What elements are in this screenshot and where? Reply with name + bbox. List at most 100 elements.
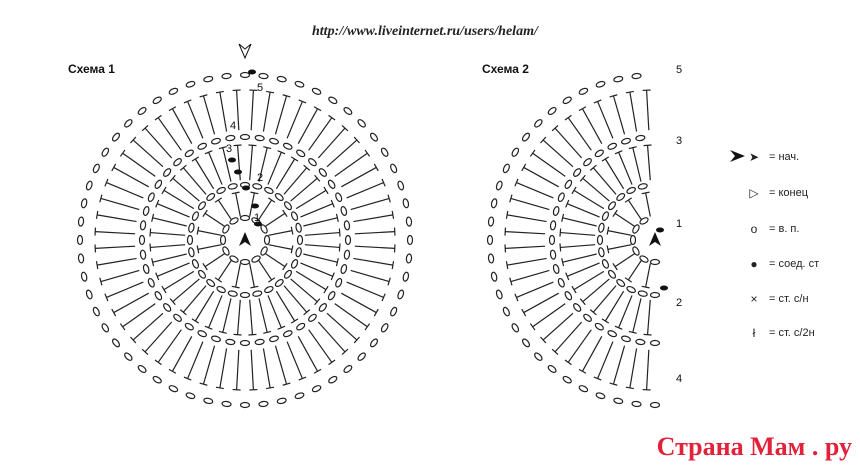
chain-stitch-icon — [216, 285, 226, 294]
chain-stitch-icon — [613, 397, 624, 405]
double-treble-icon — [567, 203, 600, 218]
double-treble-icon — [629, 92, 638, 132]
chain-stitch-icon — [80, 271, 88, 282]
double-treble-icon — [150, 231, 186, 236]
stitch-top-bar — [233, 144, 242, 147]
double-treble-icon — [334, 152, 368, 177]
legend-label: = в. п. — [769, 223, 800, 235]
chain-stitch-icon — [502, 163, 510, 174]
chain-stitch-icon — [549, 249, 557, 260]
stitch-top-bar — [282, 263, 288, 271]
double-treble-icon — [340, 292, 377, 314]
chain-stitch-icon — [343, 106, 353, 116]
stitch-top-bar — [593, 99, 602, 104]
double-treble-icon — [560, 231, 596, 236]
stitch-top-bar — [250, 285, 259, 289]
chain-stitch-icon — [649, 339, 661, 347]
double-treble-icon — [542, 139, 574, 168]
chain-stitch-icon — [260, 224, 268, 234]
chain-stitch-icon — [639, 255, 649, 263]
chain-stitch-icon — [85, 180, 93, 191]
chain-stitch-icon — [239, 339, 251, 347]
stitch-top-bar — [141, 348, 149, 355]
double-treble-icon — [258, 147, 268, 182]
double-treble-icon — [182, 167, 207, 195]
stitch-top-bar — [593, 376, 602, 381]
stitch-top-bar — [335, 258, 339, 267]
double-treble-icon — [171, 108, 193, 145]
chain-stitch-icon — [229, 255, 239, 263]
chain-stitch-icon — [547, 106, 557, 116]
chain-stitch-icon — [616, 192, 626, 202]
chain-stitch-icon — [294, 392, 305, 400]
double-treble-icon — [106, 281, 144, 298]
chain-stitch-icon — [343, 364, 353, 374]
stitch-top-bar — [314, 174, 321, 182]
double-treble-icon — [268, 244, 293, 250]
scheme-1-round-label: 3 — [226, 143, 233, 155]
double-treble-icon — [219, 348, 228, 388]
stitch-top-bar — [233, 333, 242, 336]
stitch-top-bar — [268, 197, 276, 203]
chain-stitch-icon — [258, 72, 269, 80]
double-treble-icon — [562, 253, 597, 263]
chain-stitch-icon — [562, 375, 572, 384]
watermark-logo: Страна Мам . ру — [656, 432, 852, 461]
stitch-top-bar — [313, 106, 322, 112]
chain-stitch-icon — [296, 149, 306, 158]
chain-stitch-icon — [397, 180, 405, 191]
chain-stitch-icon — [276, 397, 287, 405]
chain-stitch-icon — [260, 246, 268, 256]
double-treble-icon — [267, 152, 282, 185]
stitch-top-bar — [628, 330, 637, 334]
chain-stitch-icon — [549, 220, 557, 231]
stitch-top-bar — [141, 125, 149, 132]
stitch-top-bar — [303, 164, 311, 171]
chain-stitch-icon — [227, 183, 238, 190]
double-treble-icon — [163, 189, 195, 210]
double-treble-icon — [607, 230, 632, 236]
chain-stitch-icon — [290, 259, 299, 269]
double-treble-icon — [144, 321, 173, 353]
double-treble-icon — [95, 245, 136, 250]
chain-stitch-icon — [124, 119, 133, 128]
double-treble-icon — [607, 244, 632, 250]
stitch-top-bar — [559, 243, 562, 252]
chain-stitch-icon — [77, 216, 85, 227]
chain-stitch-icon — [632, 246, 640, 256]
chain-stitch-icon — [203, 75, 214, 83]
double-treble-icon — [197, 244, 222, 250]
chain-stitch-icon — [211, 137, 221, 145]
chain-stitch-icon — [369, 338, 379, 348]
stitch-top-bar — [373, 163, 379, 172]
stitch-top-bar — [130, 336, 137, 344]
stitch-top-bar — [561, 258, 565, 267]
start-arrow-icon — [239, 232, 251, 246]
stitch-top-bar — [154, 114, 162, 121]
double-treble-icon — [171, 335, 193, 372]
double-treble-icon — [542, 312, 574, 341]
chain-stitch-icon — [188, 222, 195, 233]
double-treble-icon — [317, 127, 346, 159]
slip-stitch-icon — [254, 221, 262, 227]
chain-stitch-icon — [521, 132, 531, 142]
chain-stitch-icon — [239, 133, 251, 141]
chain-stitch-icon — [343, 220, 351, 231]
chain-stitch-icon — [649, 401, 661, 409]
double-treble-icon — [354, 245, 395, 250]
chain-stitch-icon — [495, 289, 503, 300]
chain-stitch-icon — [547, 364, 557, 374]
double-treble-icon — [172, 177, 200, 202]
scheme-2-title: Схема 2 — [482, 62, 529, 76]
stitch-top-bar — [266, 90, 275, 94]
chain-stitch-icon — [635, 338, 646, 346]
chain-stitch-icon — [111, 132, 121, 142]
double-treble-icon — [235, 263, 241, 288]
start-arrow-icon — [649, 232, 661, 246]
double-treble-icon — [582, 278, 610, 303]
chain-stitch-icon — [595, 392, 606, 400]
chain-stitch-icon — [621, 335, 631, 343]
chain-stitch-icon — [142, 264, 150, 274]
chain-stitch-icon — [85, 289, 93, 300]
